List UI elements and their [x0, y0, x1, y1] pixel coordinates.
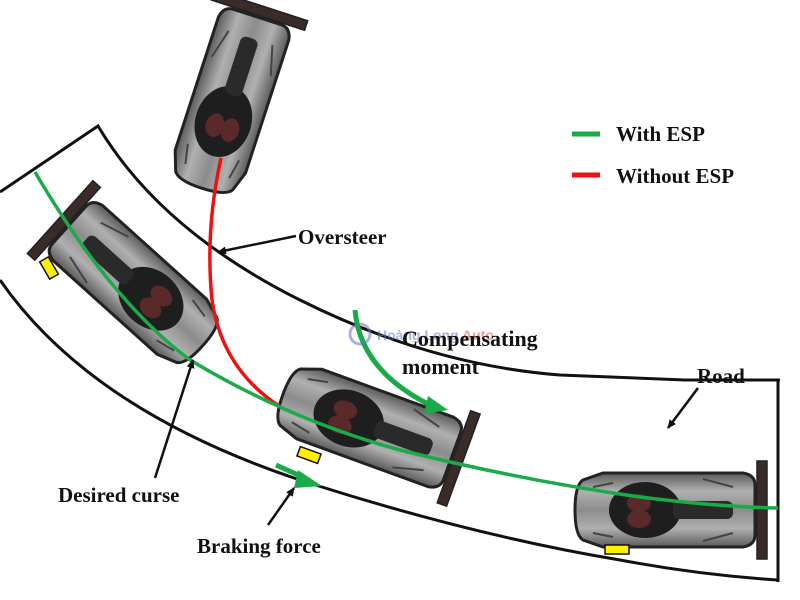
- oversteer-label: Oversteer: [298, 225, 387, 249]
- brake-marker-exit: [604, 544, 630, 555]
- road-outer-edge: [0, 123, 780, 382]
- legend: With ESP Without ESP: [572, 122, 734, 188]
- desired-course-label: Desired curse: [58, 483, 180, 507]
- car-exit: [573, 459, 769, 561]
- without-esp-path: [208, 157, 283, 410]
- watermark-text-1: Hoàng Long: [377, 327, 459, 343]
- watermark: Hoàng Long Auto: [348, 322, 494, 346]
- brake-marker-mid: [295, 445, 323, 465]
- compensating-moment-label-line2: moment: [402, 354, 480, 379]
- legend-label-with-esp: With ESP: [616, 122, 705, 146]
- road-label: Road: [697, 364, 745, 388]
- braking-force-pointer: [266, 487, 296, 526]
- road-inner-edge: [0, 279, 779, 582]
- oversteer-pointer: [217, 234, 297, 255]
- braking-force-arrowhead: [294, 470, 322, 488]
- car-oversteer: [153, 0, 310, 205]
- watermark-logo-icon: [348, 322, 372, 346]
- with-esp-path: [33, 171, 779, 510]
- compensating-moment-label-line1: Compensating: [402, 326, 538, 351]
- road: [0, 123, 780, 582]
- brake-marker-entry: [38, 255, 60, 281]
- braking-force-label: Braking force: [197, 534, 321, 558]
- compensating-moment-arrowhead: [424, 396, 448, 414]
- legend-label-without-esp: Without ESP: [616, 164, 734, 188]
- desired-course-pointer: [153, 359, 195, 479]
- road-pointer: [667, 387, 699, 429]
- watermark-text-2: Auto: [462, 327, 494, 343]
